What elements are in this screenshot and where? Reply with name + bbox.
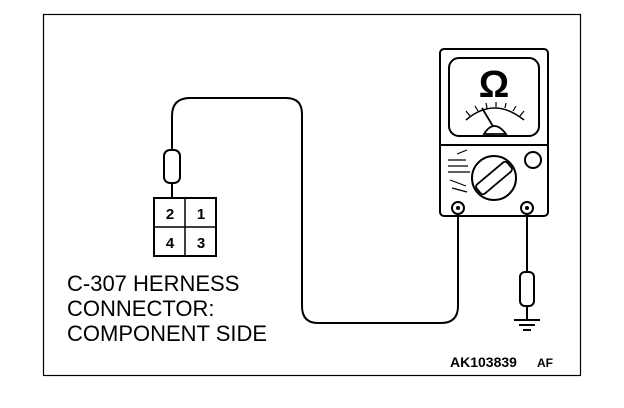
pin-label: 4 — [166, 235, 175, 252]
ground-icon — [514, 319, 540, 331]
scale-ticks — [465, 102, 525, 117]
figure-code: AK103839 — [450, 354, 517, 370]
diagram-frame — [42, 13, 582, 377]
connector-caption-line: COMPONENT SIDE — [67, 321, 267, 346]
meter-needle — [481, 107, 495, 129]
ground-lead — [519, 214, 535, 319]
pin-label: 1 — [197, 206, 205, 223]
ohm-symbol: Ω — [479, 64, 509, 106]
needle-pivot — [482, 125, 508, 135]
figure-code-suffix: AF — [537, 356, 553, 370]
pin-label: 2 — [166, 206, 174, 223]
connector-c307 — [153, 197, 217, 257]
meter-scale — [465, 107, 525, 121]
terminal-right[interactable] — [520, 201, 534, 215]
terminal-left[interactable] — [451, 201, 465, 215]
ohmmeter — [439, 48, 549, 217]
connector-caption-line: C-307 HERNESS — [67, 271, 239, 296]
connector-caption-line: CONNECTOR: — [67, 296, 215, 321]
range-markings — [448, 149, 470, 193]
pin-label: 3 — [197, 235, 205, 252]
test-lead-wire — [171, 97, 459, 324]
probe-pin-2 — [163, 149, 181, 198]
range-selector-dial[interactable] — [471, 155, 517, 201]
zero-adjust-knob[interactable] — [524, 151, 542, 169]
